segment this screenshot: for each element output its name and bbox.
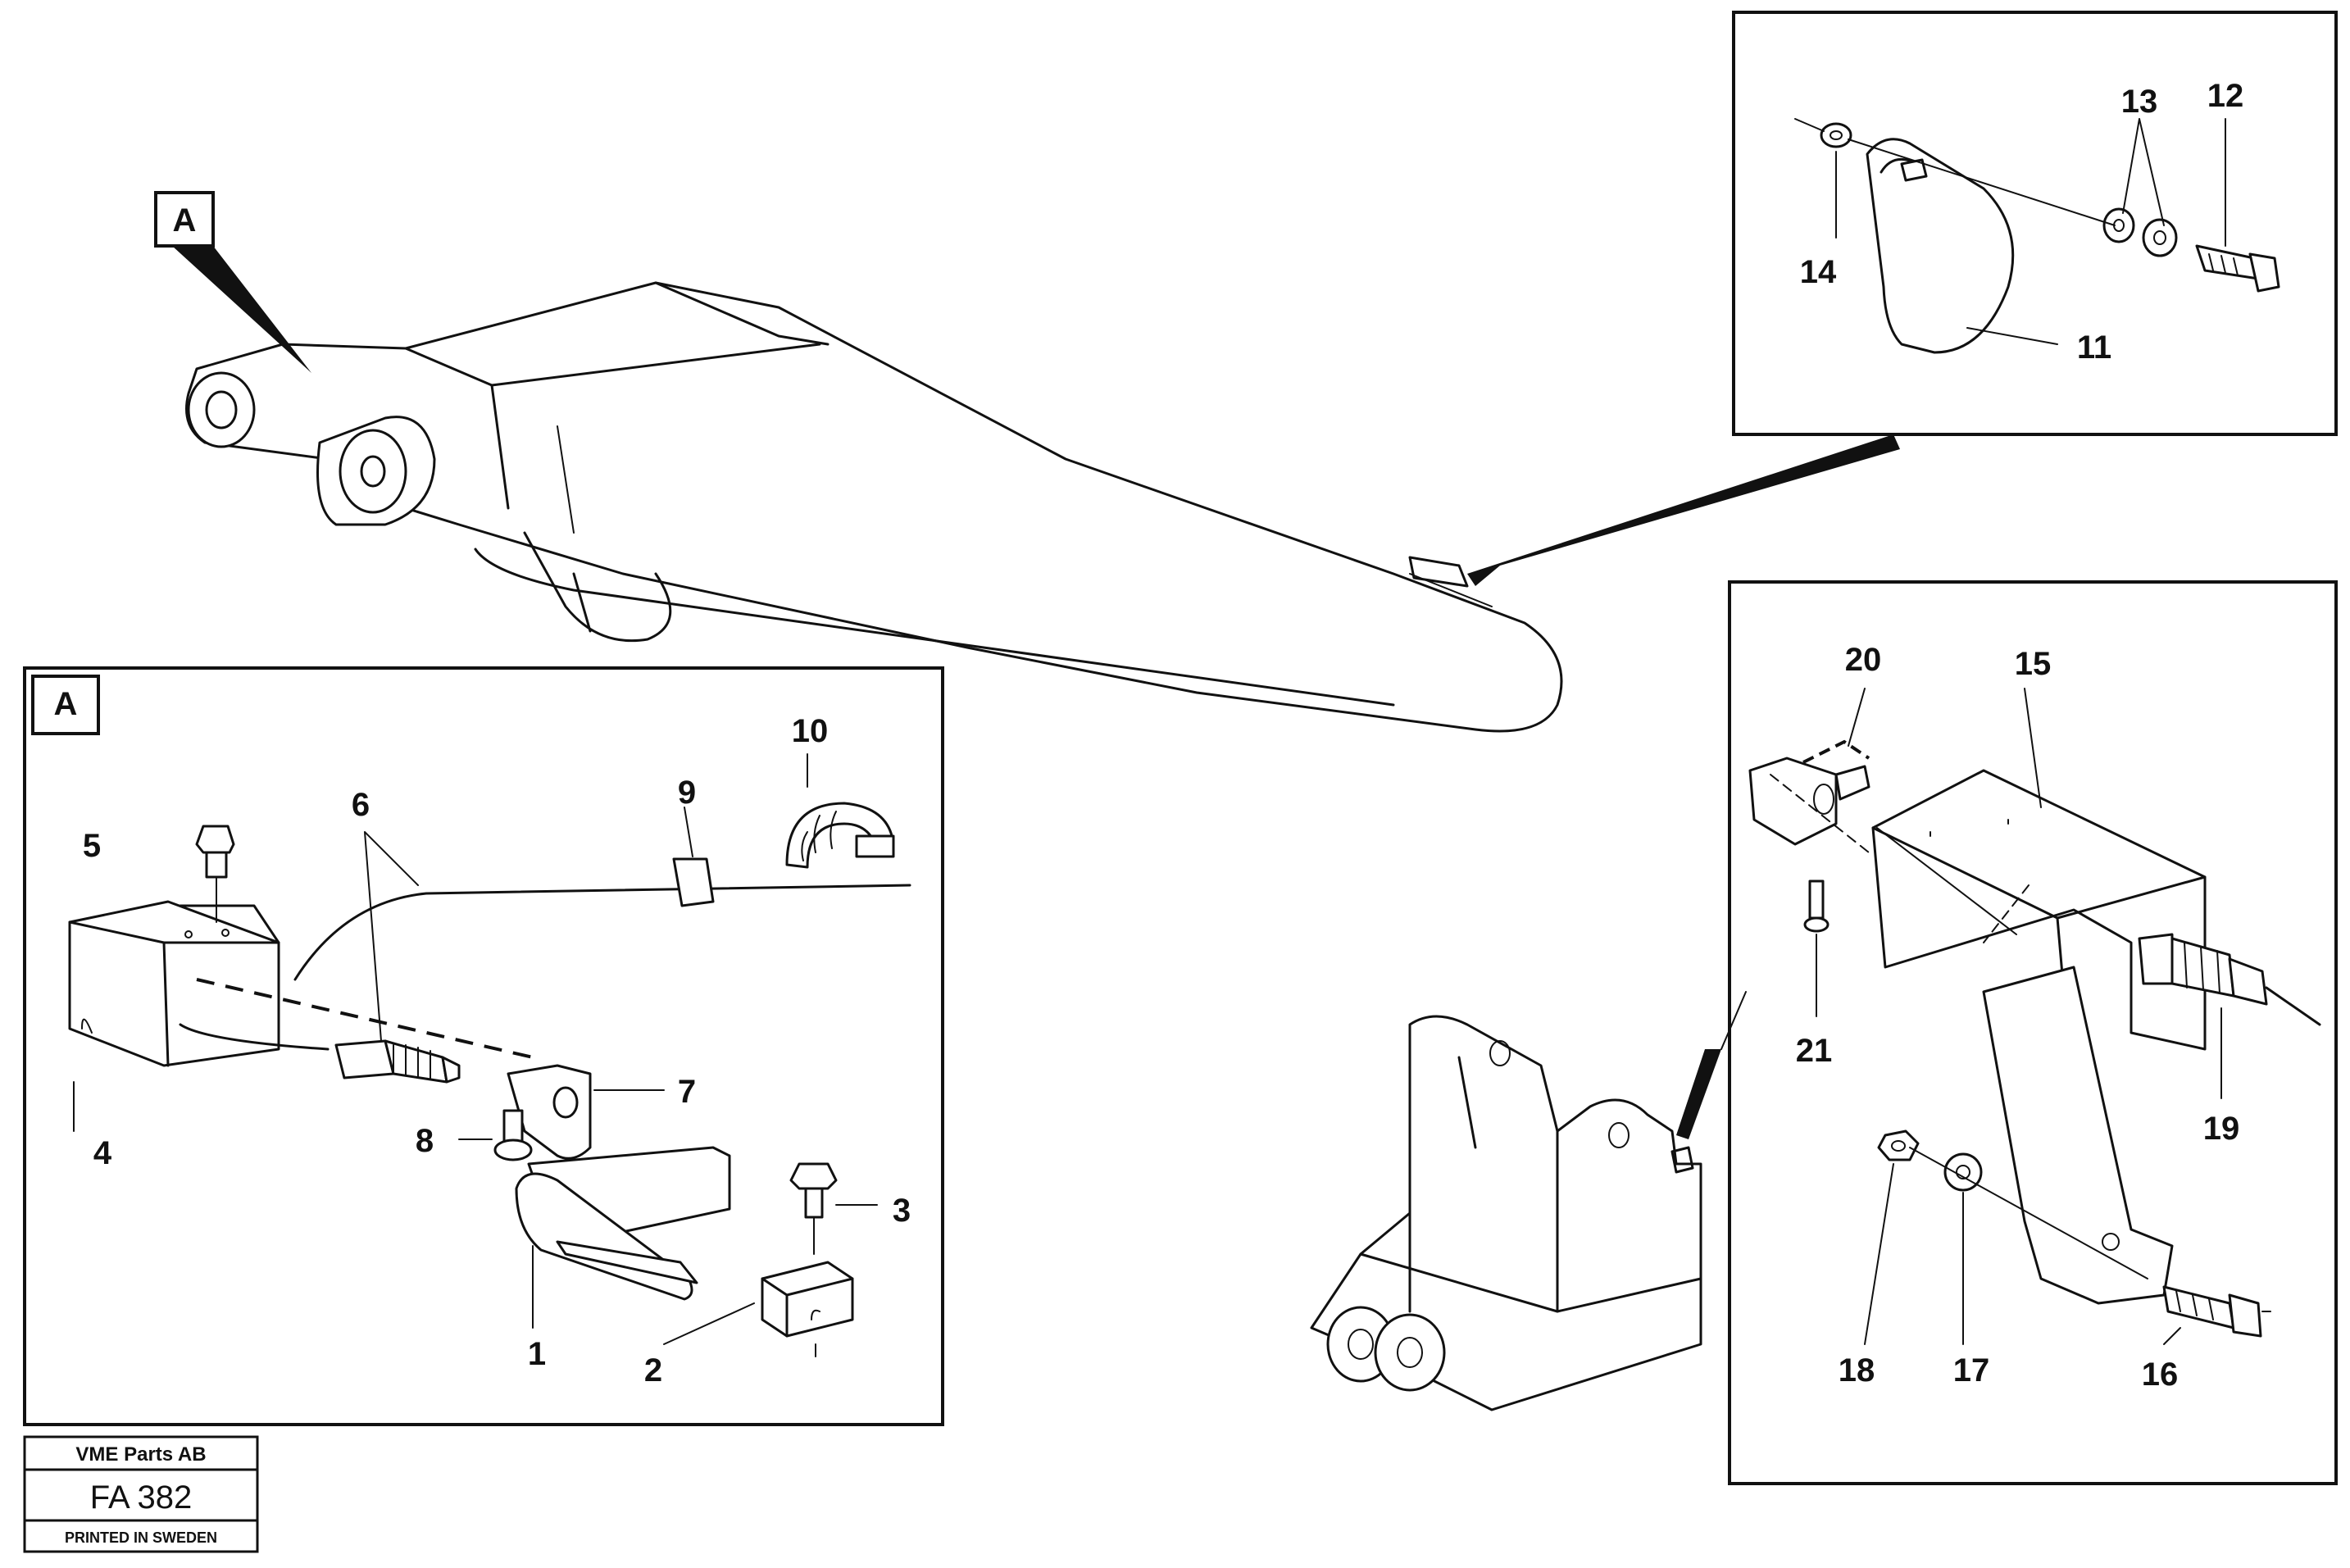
mount-20 <box>1748 688 1870 853</box>
washers-13 <box>2102 118 2178 257</box>
screw-21 <box>1803 879 1830 1017</box>
title-block: VME Parts AB FA 382 PRINTED IN SWEDEN <box>23 1435 259 1553</box>
callout-16: 16 <box>2142 1357 2179 1393</box>
callout-21: 21 <box>1796 1033 1833 1069</box>
callout-3: 3 <box>893 1193 911 1229</box>
callout-13: 13 <box>2121 84 2158 120</box>
callout-1: 1 <box>528 1336 546 1372</box>
callout-17: 17 <box>1953 1352 1990 1388</box>
stamp-code: FA 382 <box>90 1479 193 1516</box>
stamp-company: VME Parts AB <box>75 1443 206 1466</box>
callout-5: 5 <box>83 828 101 864</box>
callout-12: 12 <box>2207 78 2244 114</box>
bolt-3 <box>789 1162 878 1255</box>
cable-clamp-9 <box>672 807 715 907</box>
callout-14: 14 <box>1800 254 1837 290</box>
main-view-tag-label: A <box>173 202 197 239</box>
bolt-16 <box>2162 1285 2262 1345</box>
callout-7: 7 <box>678 1074 696 1110</box>
detail-panel-lower <box>1728 580 2338 1485</box>
screw-8 <box>458 1109 533 1161</box>
main-view-tag: A <box>154 191 311 373</box>
clip-7 <box>507 1064 665 1160</box>
callout-11: 11 <box>2077 330 2111 366</box>
callout-6: 6 <box>352 787 370 823</box>
detail-panel-a-frame <box>23 666 944 1426</box>
callouts: 1 2 3 4 5 6 7 8 9 10 11 12 13 14 15 16 1… <box>83 78 2243 1393</box>
cover-bracket <box>68 900 280 1067</box>
callout-9: 9 <box>678 775 696 811</box>
washer-17 <box>1943 1152 1983 1345</box>
detail-tag-label: A <box>54 686 78 722</box>
detail-panel-upper <box>1732 11 2338 436</box>
bolt-5 <box>195 825 235 923</box>
stamp-footer: PRINTED IN SWEDEN <box>65 1529 217 1546</box>
block-2 <box>663 1261 854 1357</box>
bracket-15 <box>1871 688 2207 1305</box>
callout-10: 10 <box>792 713 829 749</box>
nut-18 <box>1864 1129 1920 1345</box>
boom-arm <box>185 281 1563 733</box>
callout-4: 4 <box>93 1135 112 1171</box>
frame-assembly <box>1310 991 1747 1411</box>
detail-panel-a: A <box>23 666 944 1426</box>
sensor-19 <box>2138 933 2321 1099</box>
callout-19: 19 <box>2203 1111 2240 1147</box>
callout-20: 20 <box>1845 642 1882 678</box>
bolt-12 <box>2195 118 2280 293</box>
sensor-6 <box>179 831 911 1084</box>
callout-8: 8 <box>416 1123 434 1159</box>
boom-detail-arrow <box>1467 434 1900 586</box>
nut-14 <box>1794 118 1852 239</box>
callout-2: 2 <box>644 1352 662 1388</box>
main-view-leader-arrow <box>172 246 311 373</box>
callout-18: 18 <box>1839 1352 1875 1388</box>
plate-11 <box>1866 138 2058 354</box>
rod-1 <box>515 1146 731 1329</box>
callout-15: 15 <box>2015 646 2052 682</box>
strap-10 <box>785 753 895 869</box>
